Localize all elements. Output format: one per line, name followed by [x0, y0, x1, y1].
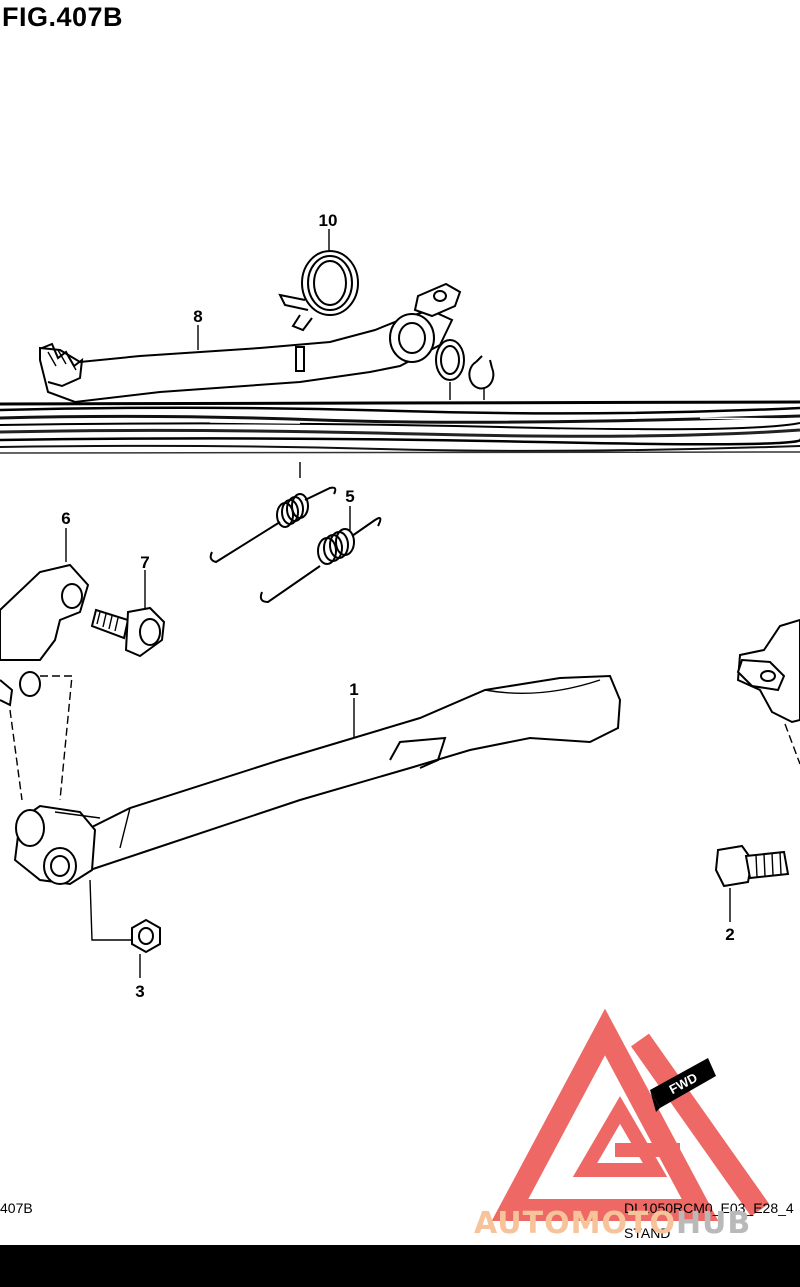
part-5-stand-springs	[209, 462, 382, 604]
callout-3: 3	[135, 982, 144, 1001]
part-7-bolt	[90, 570, 166, 658]
part-10-torsion-spring	[278, 229, 359, 332]
page-code: 407B	[0, 1200, 33, 1216]
part-8-brake-pedal	[39, 282, 462, 404]
part-2-stand-bolt	[714, 844, 790, 922]
model-code: DL1050RCM0_E03_E28_4	[624, 1200, 794, 1216]
part-1-side-stand	[13, 674, 622, 941]
callout-6: 6	[61, 509, 70, 528]
callout-7: 7	[140, 553, 149, 572]
frame-bracket-right	[736, 618, 800, 765]
section-name: STAND	[624, 1225, 671, 1241]
footer-bar	[0, 1245, 800, 1287]
callout-labels: 10 8 5 6 7 1 2 3	[61, 211, 734, 1001]
callout-5: 5	[345, 487, 354, 506]
callout-8: 8	[193, 307, 202, 326]
part-3-nut	[131, 918, 161, 978]
scan-smear-band	[0, 398, 800, 460]
figure-title: FIG.407B	[2, 2, 124, 32]
callout-1: 1	[349, 680, 358, 699]
callout-10: 10	[319, 211, 338, 230]
watermark-brand-text: AUTOMOTOHUB	[474, 1206, 751, 1241]
washer-and-circlip	[435, 339, 495, 400]
callout-2: 2	[725, 925, 734, 944]
part-6-stand-bracket	[0, 528, 90, 801]
watermark-triangle-logo	[491, 1008, 769, 1221]
watermark-part1: AUTOMOTO	[474, 1206, 676, 1241]
watermark-part2: HUB	[675, 1206, 752, 1241]
